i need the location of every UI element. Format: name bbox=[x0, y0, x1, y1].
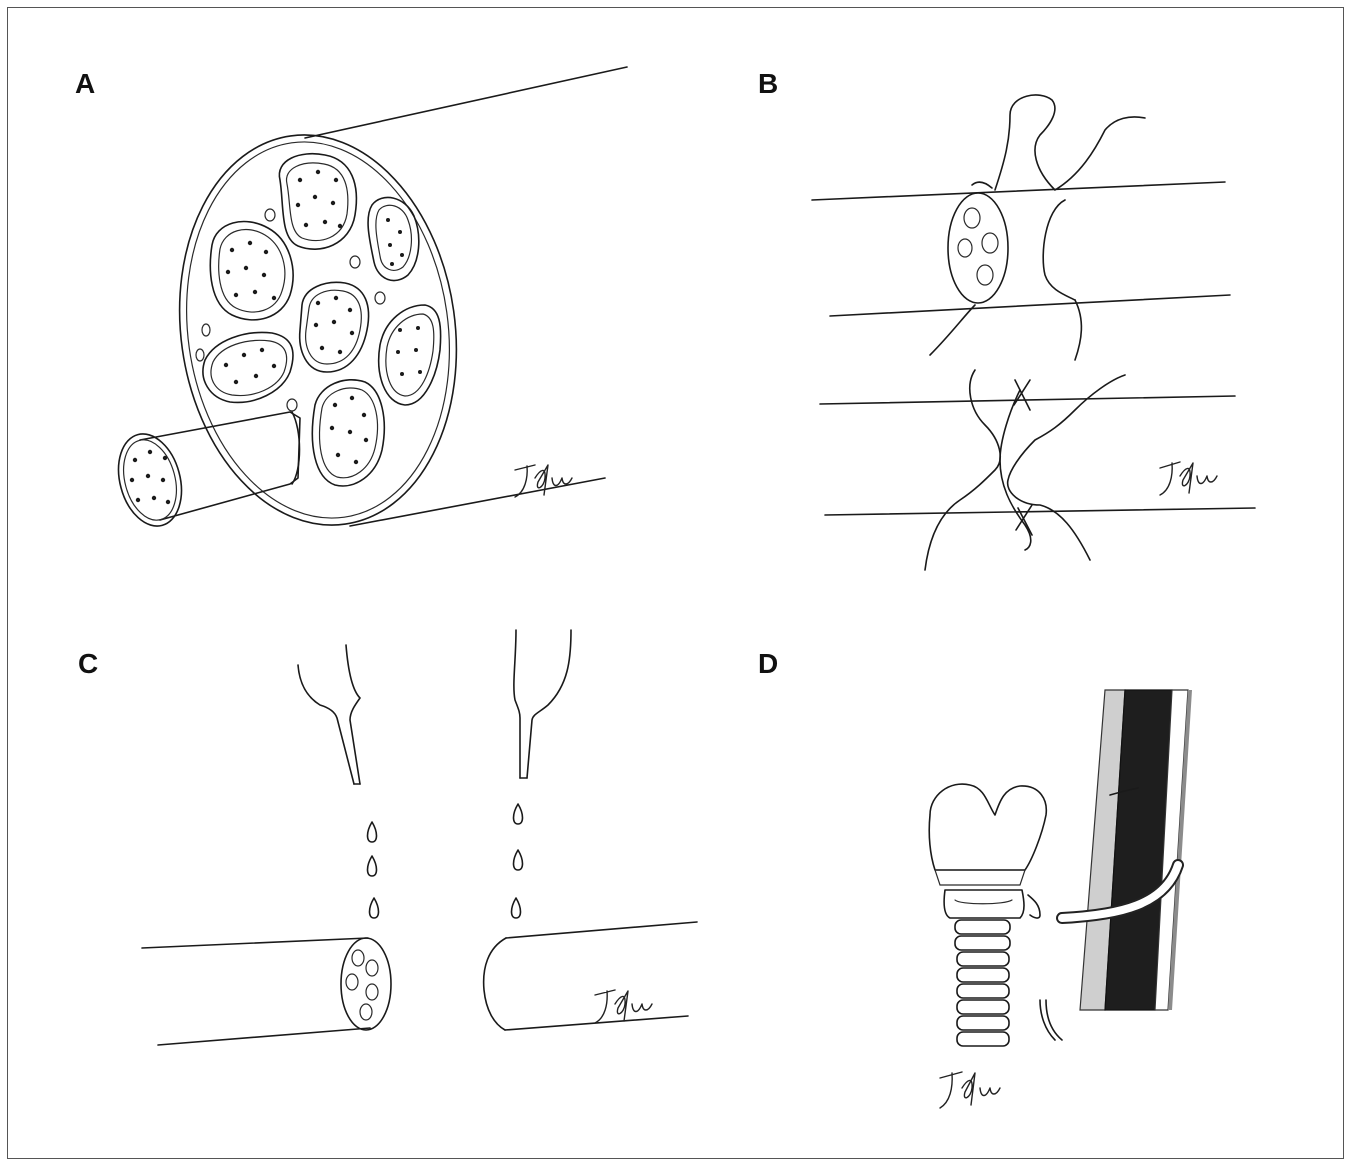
artist-signature bbox=[1160, 462, 1217, 495]
thyroid-cartilage bbox=[929, 784, 1046, 885]
nerve-trunk-bottom-line bbox=[350, 478, 605, 526]
nerve-stump-right bbox=[484, 922, 697, 1030]
fascicle bbox=[300, 282, 369, 372]
artist-signature bbox=[940, 1072, 1000, 1108]
droplets-left bbox=[368, 822, 379, 918]
fascicle bbox=[368, 197, 419, 280]
fascicle-coaptation-sutured bbox=[925, 370, 1125, 570]
panel-label-a: A bbox=[75, 70, 95, 98]
fascicle bbox=[203, 332, 293, 402]
panel-label-c: C bbox=[78, 650, 98, 678]
pipette-left bbox=[298, 645, 360, 784]
pipette-right bbox=[514, 630, 571, 778]
panel-label-d: D bbox=[758, 650, 778, 678]
panel-b-fascicle-coaptation bbox=[800, 85, 1270, 585]
fascicle bbox=[210, 222, 293, 320]
vessel-band bbox=[1080, 690, 1192, 1010]
fascicle bbox=[279, 154, 356, 249]
axon-dots bbox=[224, 170, 422, 464]
trachea-rings bbox=[944, 890, 1024, 1046]
panel-label-b: B bbox=[758, 70, 778, 98]
artist-signature bbox=[515, 465, 572, 497]
panel-a-nerve-cross-section bbox=[100, 60, 660, 540]
nerve-graft bbox=[109, 412, 300, 533]
fascicle bbox=[379, 305, 441, 405]
nerve-trunk-top-line bbox=[305, 67, 627, 138]
artist-signature bbox=[595, 990, 652, 1023]
panel-d-larynx-vessel bbox=[900, 680, 1220, 1150]
fascicle-cut-end bbox=[948, 193, 1008, 303]
panel-c-droplet-application bbox=[130, 620, 710, 1060]
nerve-stump-left bbox=[142, 938, 391, 1045]
droplets-right bbox=[512, 804, 523, 918]
epineurium-outer bbox=[155, 117, 481, 543]
